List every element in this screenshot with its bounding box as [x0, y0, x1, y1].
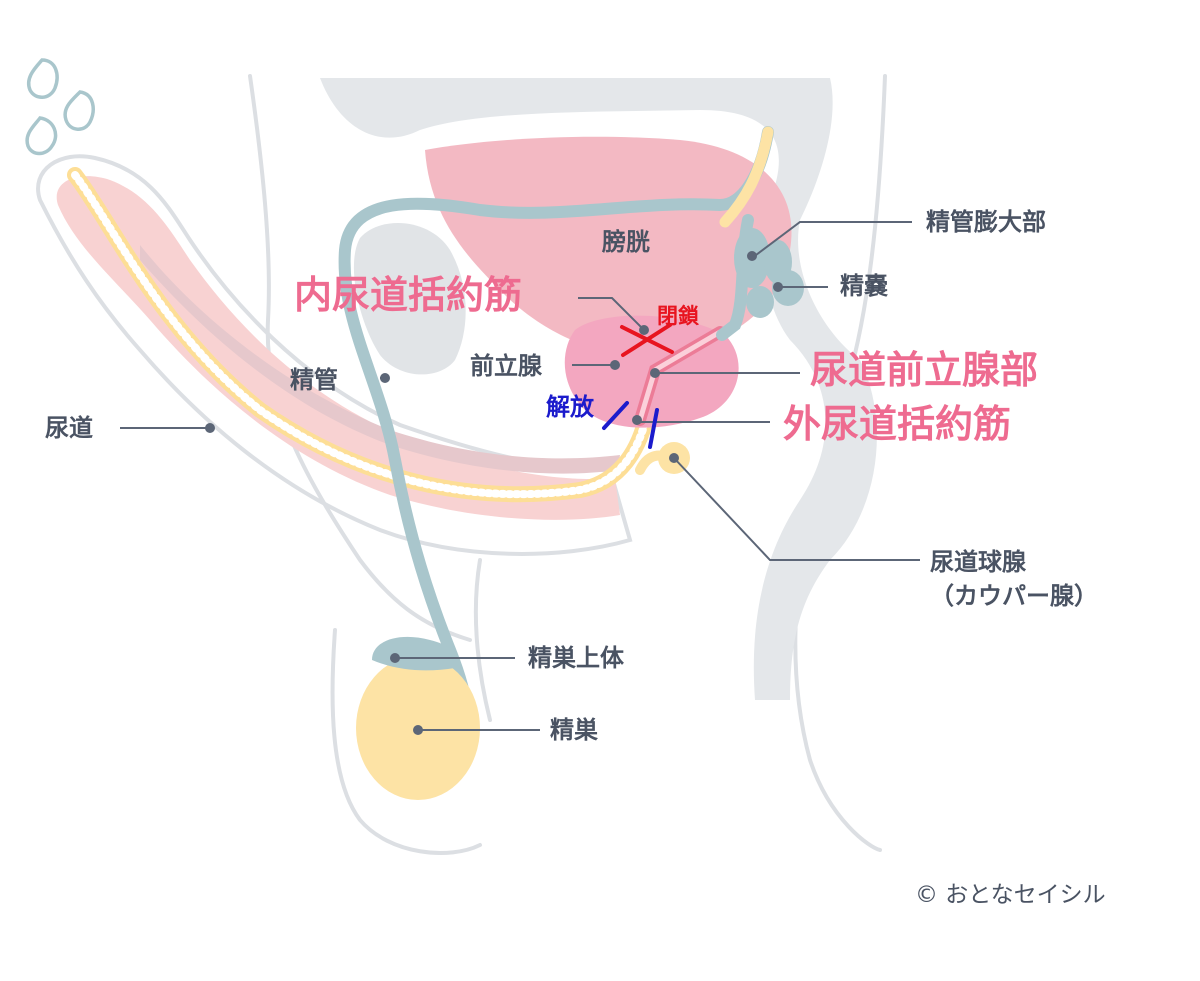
x-mark-icon	[620, 323, 674, 357]
label-released: 解放	[546, 393, 594, 421]
label-vas-deferens: 精管	[290, 366, 338, 394]
label-closed: 閉鎖	[657, 304, 699, 328]
vas-deferens	[338, 126, 774, 776]
label-seminal-vesicle: 精嚢	[840, 272, 888, 300]
vas-upper-yellow	[719, 126, 774, 228]
label-internal-sphincter: 内尿道括約筋	[294, 273, 523, 317]
droplets-icon	[25, 58, 95, 156]
label-epididymis: 精巣上体	[528, 644, 624, 672]
rectum-shape	[320, 78, 877, 700]
label-testis: 精巣	[550, 716, 598, 744]
label-ampulla: 精管膨大部	[926, 208, 1046, 236]
bladder-shape	[425, 136, 792, 356]
corpus-band	[140, 245, 620, 474]
label-bladder: 膀胱	[602, 228, 650, 256]
credit-text: © おとなセイシル	[915, 882, 1106, 908]
release-marks-icon	[602, 401, 659, 449]
label-prostatic-urethra: 尿道前立腺部	[810, 348, 1039, 392]
leader-lines	[120, 221, 920, 731]
label-bulbourethral-gland: 尿道球腺 （カウパー腺）	[930, 548, 1098, 610]
urethra-core	[71, 171, 664, 499]
label-urethra: 尿道	[45, 414, 93, 442]
label-prostate: 前立腺	[470, 352, 542, 380]
pubic-bone-shape	[353, 222, 466, 375]
leader-dots	[205, 251, 783, 735]
label-external-sphincter: 外尿道括約筋	[783, 402, 1012, 446]
